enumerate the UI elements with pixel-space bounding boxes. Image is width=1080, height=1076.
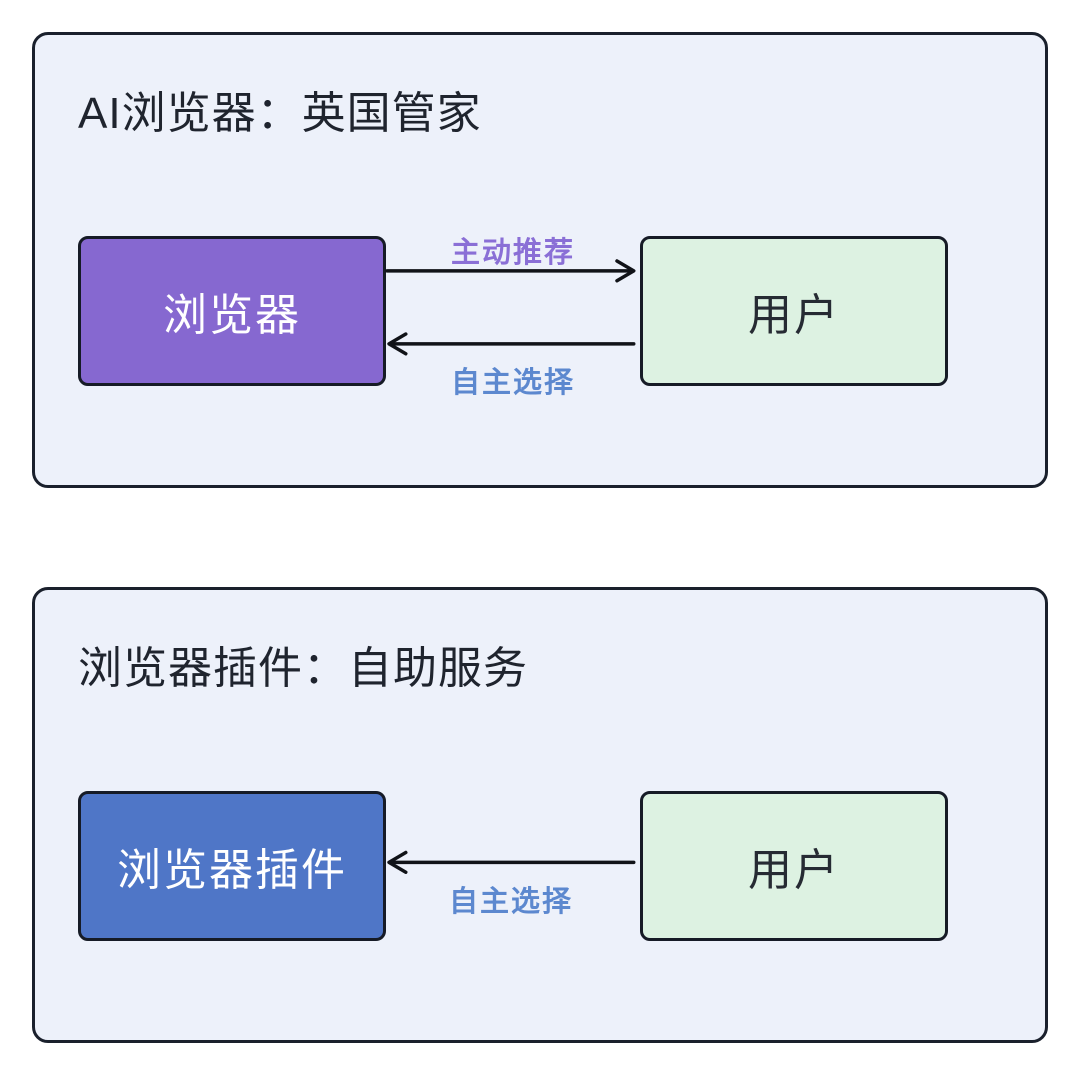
node-user-label: 用户 [748, 846, 840, 895]
node-user: 用户 [640, 791, 948, 941]
edge-label-choose: 自主选择 [450, 367, 576, 399]
edge-label-recommend: 主动推荐 [450, 237, 576, 269]
panel-ai-browser: AI浏览器：英国管家 浏览器 用户 主动推荐 自主选择 [32, 32, 1048, 488]
panel-browser-plugin: 浏览器插件：自助服务 浏览器插件 用户 自主选择 [32, 587, 1048, 1043]
panel-title: 浏览器插件：自助服务 [78, 644, 528, 693]
edge-label-choose: 自主选择 [448, 886, 574, 918]
node-browser-label: 浏览器 [163, 291, 301, 340]
node-user-label: 用户 [748, 291, 840, 340]
node-user: 用户 [640, 236, 948, 386]
node-plugin: 浏览器插件 [78, 791, 386, 941]
arrow-right-icon [615, 259, 636, 283]
node-browser: 浏览器 [78, 236, 386, 386]
arrow-left-icon [387, 850, 408, 874]
arrow-left-icon [387, 332, 408, 356]
node-plugin-label: 浏览器插件 [117, 846, 347, 895]
panel-title: AI浏览器：英国管家 [78, 89, 482, 138]
